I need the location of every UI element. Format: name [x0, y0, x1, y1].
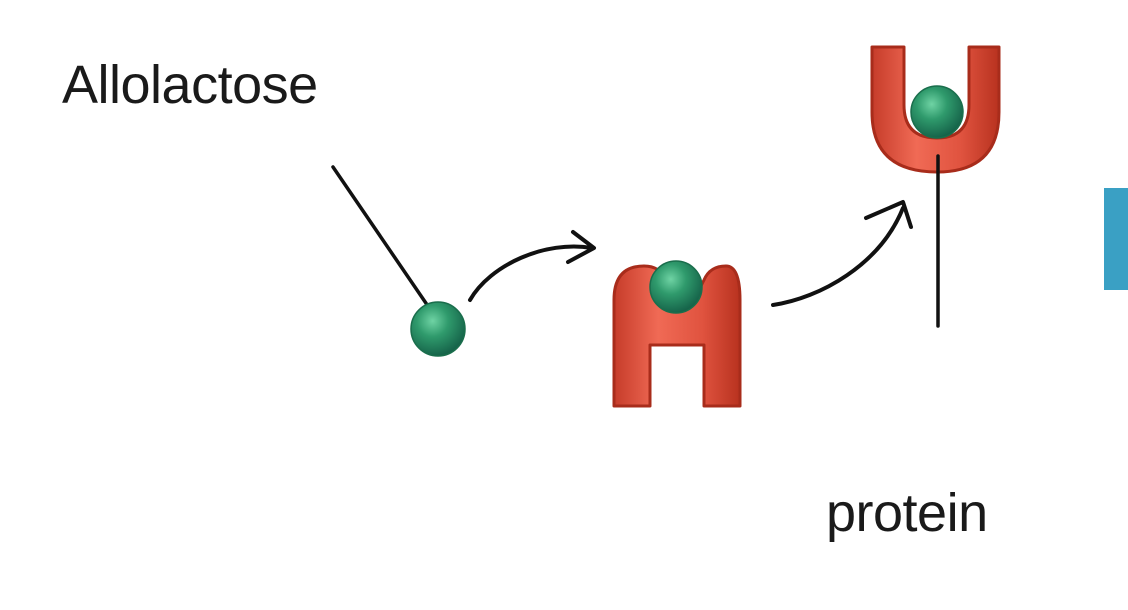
- allolactose-leader-line: [331, 165, 434, 314]
- protein-label: protein: [826, 483, 988, 543]
- bound-molecule-2: [910, 85, 964, 139]
- arrow-2-curve: [771, 206, 905, 307]
- u-shaped-protein: [870, 45, 1001, 174]
- allolactose-molecule: [410, 301, 466, 357]
- bound-molecule-1: [649, 260, 703, 314]
- allolactose-label: Allolactose: [62, 55, 318, 115]
- arrow-2-head: [864, 200, 913, 229]
- edge-tab: [1104, 188, 1128, 290]
- arrow-1-curve: [468, 244, 594, 302]
- arrow-1-head: [566, 230, 596, 264]
